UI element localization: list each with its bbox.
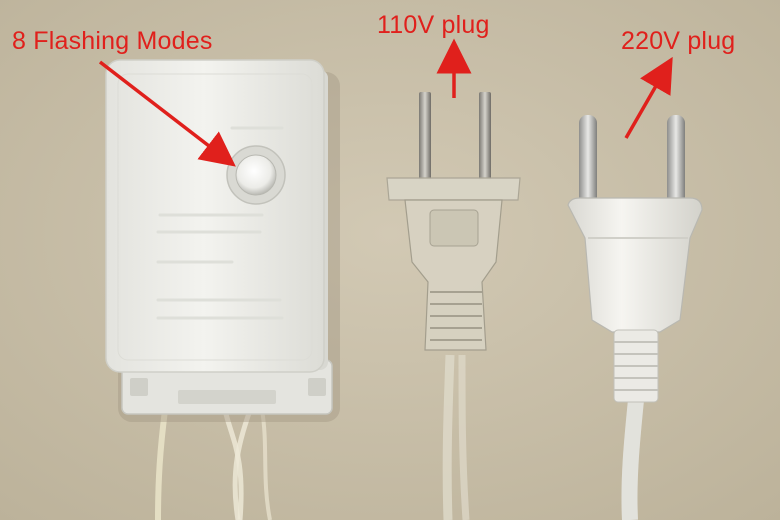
plug-110v-label: 110V plug (377, 11, 490, 39)
flashing-modes-label: 8 Flashing Modes (12, 27, 213, 55)
us-plug-icon (386, 92, 521, 520)
controller-box-icon (105, 59, 340, 520)
euro-plug-icon (567, 115, 703, 520)
plug-220v-label: 220V plug (621, 27, 736, 55)
arrow-modes (98, 60, 236, 167)
arrow-220v (624, 56, 673, 139)
